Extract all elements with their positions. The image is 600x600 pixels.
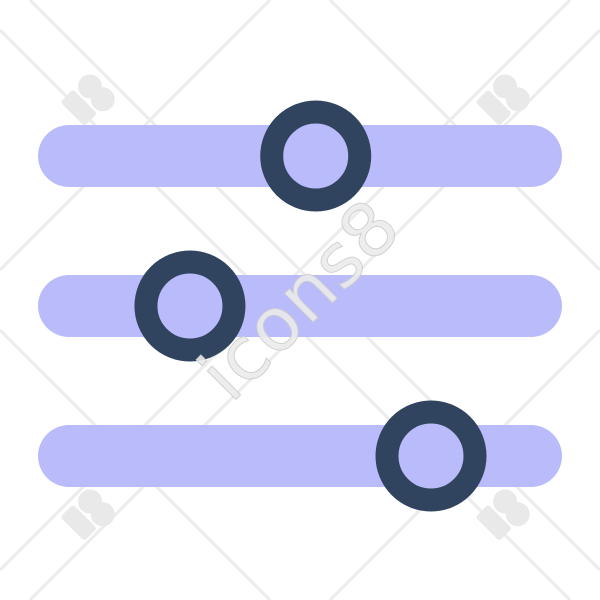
slider-knob-1 — [260, 100, 372, 212]
slider-row-3 — [38, 400, 562, 512]
slider-knob-3 — [375, 400, 487, 512]
slider-knob-2 — [134, 250, 246, 362]
watermark-logos — [61, 74, 530, 540]
watermark-logo-icon — [476, 489, 530, 540]
slider-row-1 — [38, 100, 562, 212]
watermark-logo-icon — [476, 74, 530, 125]
watermark-logo-icon — [61, 489, 115, 540]
watermark-logo-icon — [61, 74, 115, 125]
slider-row-2 — [38, 250, 562, 362]
slider-track-2 — [38, 275, 562, 337]
